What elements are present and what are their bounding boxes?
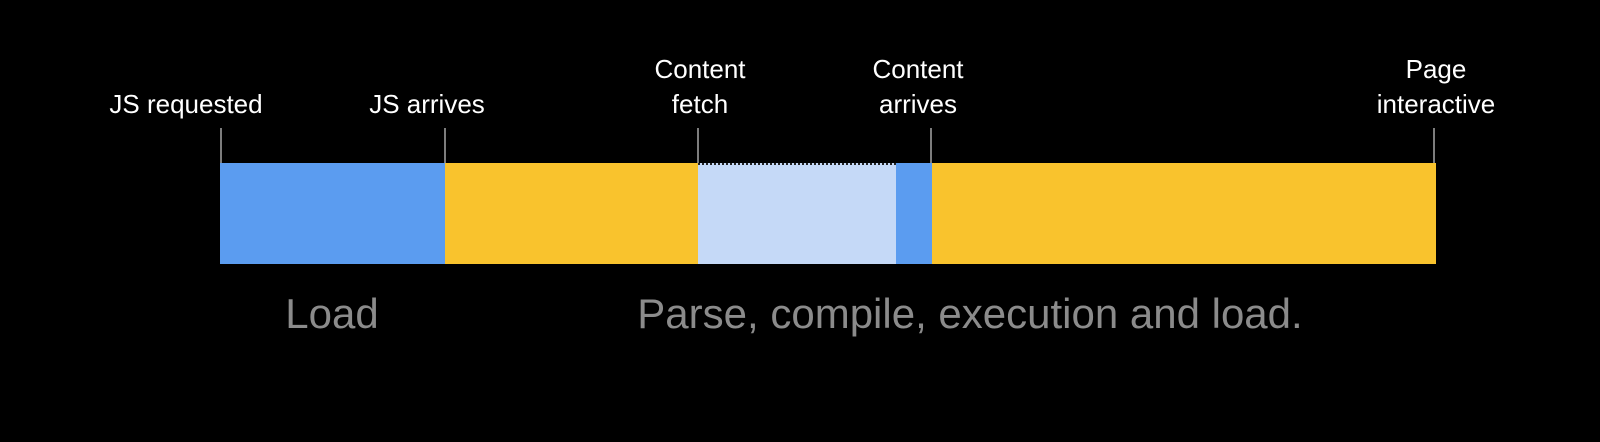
milestone-label-page-interactive: Page interactive bbox=[1376, 54, 1496, 119]
tick-content-arrives bbox=[930, 128, 932, 163]
tick-page-interactive bbox=[1433, 128, 1435, 163]
segment-content-fetch bbox=[698, 163, 896, 264]
milestone-label-content-arrives: Content arrives bbox=[872, 54, 964, 119]
tick-js-requested bbox=[220, 128, 222, 163]
phase-label-parse-compile-execution: Parse, compile, execution and load. bbox=[637, 290, 1303, 337]
milestone-label-content-fetch: Content fetch bbox=[654, 54, 746, 119]
milestone-label-js-requested: JS requested bbox=[109, 89, 263, 119]
phase-label-load: Load bbox=[285, 290, 379, 337]
tick-js-arrives bbox=[444, 128, 446, 163]
segment-execution-load bbox=[932, 163, 1436, 264]
milestone-label-js-arrives: JS arrives bbox=[369, 89, 485, 119]
tick-content-fetch bbox=[697, 128, 699, 163]
segment-content-arrives bbox=[896, 163, 932, 264]
timeline-bar bbox=[220, 163, 1436, 264]
segment-parse-before-fetch bbox=[445, 163, 698, 264]
segment-js-download bbox=[220, 163, 445, 264]
